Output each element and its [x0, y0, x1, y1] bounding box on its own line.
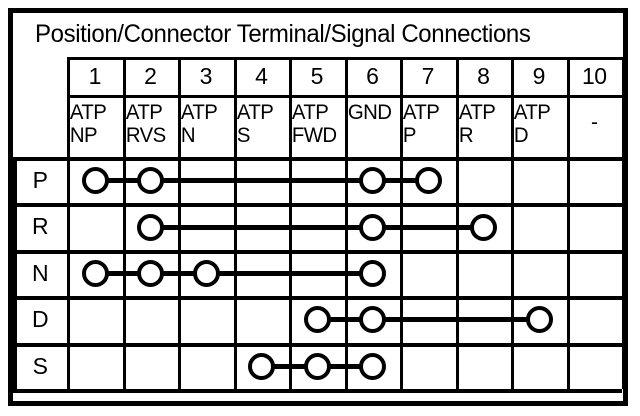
terminal-number-5: 5	[310, 63, 324, 89]
terminal-number-3: 3	[199, 63, 213, 89]
signal-name-6: GND	[347, 101, 391, 124]
terminal-number-2: 2	[144, 63, 157, 89]
diagram-frame: Position/Connector Terminal/Signal Conne…	[8, 8, 628, 406]
connection-node-N-2	[137, 260, 165, 287]
grid-line-vertical	[622, 57, 625, 389]
grid-line-vertical	[511, 57, 514, 389]
signal-name-1: ATP NP	[69, 101, 107, 147]
grid-line-horizontal	[13, 203, 622, 208]
grid-line-vertical	[122, 57, 126, 389]
grid-line-vertical	[455, 57, 459, 389]
position-label-R: R	[31, 213, 49, 240]
terminal-number-8: 8	[477, 63, 490, 89]
connection-node-N-3	[192, 260, 220, 287]
signal-name-3: ATP N	[180, 101, 218, 147]
connection-node-P-7	[414, 167, 442, 195]
connection-node-R-6	[359, 213, 387, 241]
connection-node-N-6	[359, 260, 387, 287]
grid-line-horizontal	[13, 157, 622, 161]
grid-line-vertical	[233, 57, 237, 389]
terminal-number-4: 4	[255, 63, 268, 89]
connection-node-S-4	[248, 352, 276, 380]
signal-name-5: ATP FWD	[291, 101, 337, 147]
grid-line-vertical	[400, 57, 403, 389]
connection-node-R-8	[470, 213, 498, 241]
terminal-number-9: 9	[532, 63, 546, 89]
position-label-D: D	[31, 306, 49, 333]
connection-wire-P	[94, 178, 428, 184]
grid-line-horizontal	[13, 249, 622, 254]
signal-name-7: ATP P	[402, 101, 440, 147]
grid-line-vertical	[344, 57, 348, 389]
terminal-number-10: 10	[581, 63, 607, 89]
connection-node-S-6	[359, 352, 387, 380]
terminal-number-7: 7	[421, 63, 435, 89]
grid-line-vertical	[289, 57, 292, 389]
connection-wire-R	[150, 224, 484, 230]
connection-node-D-6	[359, 306, 387, 334]
position-label-S: S	[32, 352, 48, 379]
connection-node-P-2	[137, 167, 165, 195]
connection-node-D-5	[303, 306, 331, 334]
connection-node-S-5	[303, 352, 331, 380]
connection-wire-N	[94, 271, 373, 276]
grid-line-horizontal	[13, 296, 622, 301]
position-label-N: N	[31, 259, 49, 286]
connection-node-D-9	[525, 306, 553, 334]
page-title: Position/Connector Terminal/Signal Conne…	[35, 20, 531, 48]
grid-line-vertical	[13, 157, 17, 389]
terminal-number-1: 1	[88, 63, 102, 89]
grid-line-vertical	[67, 57, 70, 389]
grid-line-horizontal	[13, 342, 622, 347]
grid-line-horizontal	[13, 389, 622, 393]
position-label-P: P	[32, 167, 48, 193]
connection-node-P-6	[359, 167, 387, 195]
connection-node-P-1	[81, 167, 109, 195]
connection-wire-D	[316, 317, 539, 323]
signal-name-2: ATP RVS	[125, 101, 166, 147]
connection-node-R-2	[137, 213, 165, 241]
grid-line-vertical	[566, 57, 570, 389]
signal-name-8: ATP R	[458, 101, 495, 147]
grid-line-vertical	[178, 57, 181, 389]
signal-name-10: -	[591, 111, 598, 134]
signal-name-4: ATP S	[236, 101, 273, 147]
connection-node-N-1	[81, 260, 109, 287]
signal-name-9: ATP D	[513, 101, 551, 147]
terminal-number-6: 6	[366, 63, 379, 89]
